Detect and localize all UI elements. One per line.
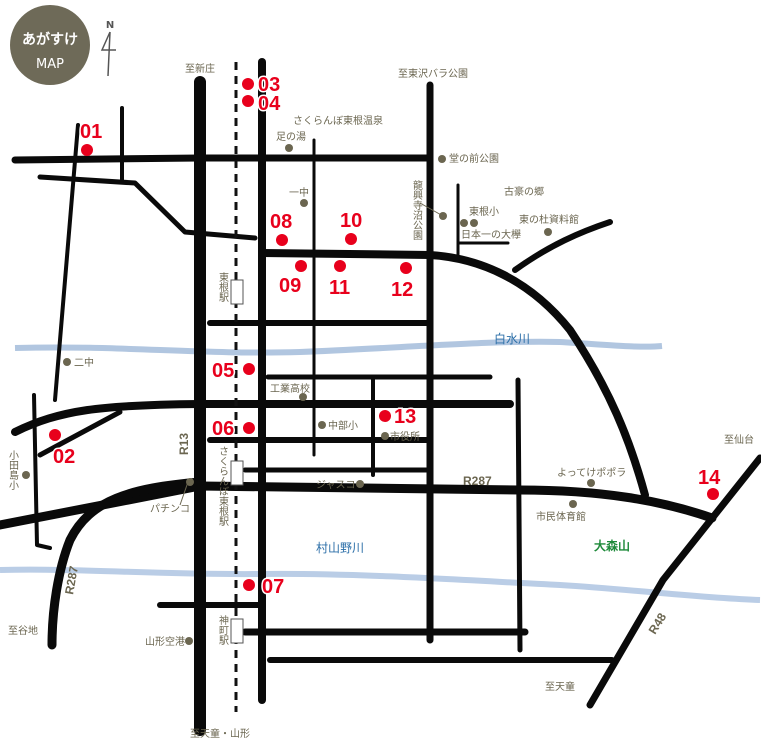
label-shiryokan: 東の杜資料館 xyxy=(519,213,579,226)
marker-label: 04 xyxy=(258,93,281,115)
label-river-murayamano: 村山野川 xyxy=(316,541,364,555)
label-ashiyu: 足の湯 xyxy=(276,130,306,143)
label-airport: 山形空港 xyxy=(145,635,185,648)
label-kogyo: 工業高校 xyxy=(270,382,310,395)
poi-dots xyxy=(22,144,595,645)
label-odajima: 小田島小 xyxy=(7,450,19,491)
label-west-yachi: 至谷地 xyxy=(8,624,38,637)
marker-11[interactable] xyxy=(334,260,346,272)
label-station-sakuranbo[interactable]: さくらんぼ東根駅 xyxy=(217,446,229,527)
label-donomae: 堂の前公園 xyxy=(449,152,499,165)
marker-label: 09 xyxy=(279,275,301,297)
label-taiikukan: 市民体育館 xyxy=(536,510,586,523)
label-higashine-sho: 東根小 xyxy=(469,205,499,218)
label-pachinko: パチンコ xyxy=(150,503,190,515)
svg-text:N: N xyxy=(106,20,114,31)
label-route-r287-east: R287 xyxy=(463,474,492,488)
marker-04[interactable] xyxy=(242,95,254,107)
marker-07[interactable] xyxy=(243,579,255,591)
label-river-shiromizu: 白水川 xyxy=(494,331,530,346)
marker-label: 10 xyxy=(340,210,362,232)
label-north-shinjo: 至新庄 xyxy=(185,62,215,75)
marker-14[interactable] xyxy=(707,488,719,500)
marker-label: 03 xyxy=(258,74,280,96)
label-mountain: 大森山 xyxy=(594,538,630,553)
logo: あがすけ MAP xyxy=(10,5,90,85)
label-yottekepopora: よってけポポラ xyxy=(557,467,626,479)
label-jasco: ジャスコ xyxy=(316,480,356,491)
marker-label: 13 xyxy=(394,406,416,428)
marker-label: 14 xyxy=(698,467,721,489)
label-kogo: 古豪の郷 xyxy=(504,185,544,198)
compass-icon: N xyxy=(100,20,116,77)
marker-label: 07 xyxy=(262,576,284,598)
label-keyaki: 日本一の大欅 xyxy=(461,228,521,241)
marker-label: 01 xyxy=(80,121,102,143)
markers xyxy=(49,78,719,591)
label-south-tendo-yamagata: 至天童・山形 xyxy=(190,727,250,739)
marker-03[interactable] xyxy=(242,78,254,90)
marker-label: 12 xyxy=(391,279,413,301)
label-ichichu: 一中 xyxy=(289,186,309,199)
river-murayamano xyxy=(0,566,761,603)
roads xyxy=(0,58,761,736)
label-chubu: 中部小 xyxy=(328,419,358,432)
river-shiromizu xyxy=(14,338,663,356)
label-onsen: さくらんぼ東根温泉 xyxy=(293,114,383,127)
marker-label: 06 xyxy=(212,418,234,440)
marker-label: 05 xyxy=(212,360,234,382)
marker-10[interactable] xyxy=(345,233,357,245)
marker-09[interactable] xyxy=(295,260,307,272)
station-box-jinmachi[interactable] xyxy=(230,618,244,644)
marker-label: 02 xyxy=(53,446,75,468)
marker-02[interactable] xyxy=(49,429,61,441)
station-box-higashine[interactable] xyxy=(230,279,244,305)
label-route-r287-west: R287 xyxy=(62,565,81,596)
marker-13[interactable] xyxy=(379,410,391,422)
label-station-jinmachi[interactable]: 神町駅 xyxy=(217,614,229,646)
label-nichu: 二中 xyxy=(74,356,94,369)
label-station-higashine[interactable]: 東根駅 xyxy=(217,271,229,303)
label-route-r48: R48 xyxy=(646,610,670,636)
marker-label: 08 xyxy=(270,211,292,233)
marker-08[interactable] xyxy=(276,234,288,246)
label-east-sendai: 至仙台 xyxy=(724,433,754,446)
marker-01[interactable] xyxy=(81,144,93,156)
label-south-tendo: 至天童 xyxy=(545,680,575,693)
logo-sub: MAP xyxy=(36,57,64,72)
logo-text: あがすけ xyxy=(22,31,78,48)
marker-06[interactable] xyxy=(243,422,255,434)
marker-label: 11 xyxy=(329,277,350,299)
marker-12[interactable] xyxy=(400,262,412,274)
label-route-r13: R13 xyxy=(177,433,191,455)
station-box-sakuranbo[interactable] xyxy=(230,460,244,486)
label-shiyakusho: 市役所 xyxy=(390,430,420,443)
marker-05[interactable] xyxy=(243,363,255,375)
label-north-higashizawa: 至東沢バラ公園 xyxy=(398,67,468,80)
label-ryukoji: 龍興寺沼公園 xyxy=(411,179,423,241)
